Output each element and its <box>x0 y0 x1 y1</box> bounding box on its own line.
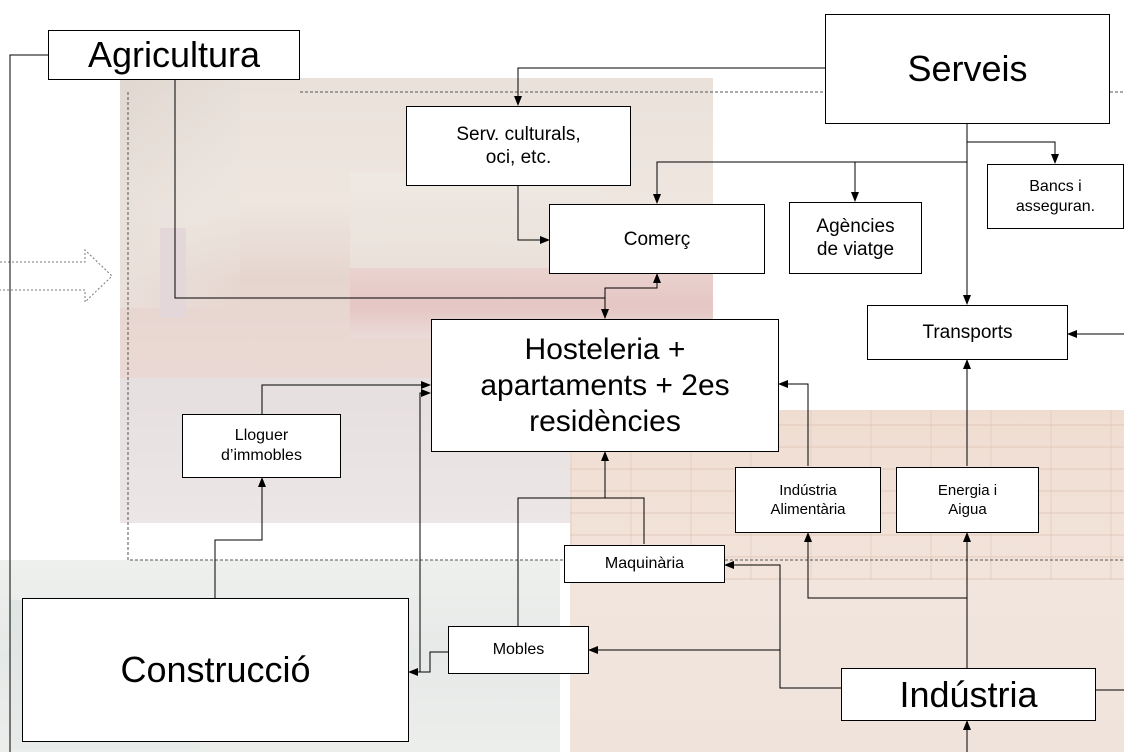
link-mobles-hosteleria <box>517 451 609 626</box>
link-construccio-hosteleria <box>419 389 431 672</box>
link-mobles-construccio <box>408 651 448 676</box>
link-hosteleria-comerc <box>604 273 661 298</box>
link-construccio-lloguer <box>214 477 266 598</box>
link-agricultura-left <box>9 54 48 752</box>
node-agencies-de-viatge: Agències de viatge <box>789 202 922 274</box>
link-lloguer-hosteleria <box>261 381 431 414</box>
link-industria-maquinaria <box>724 561 841 689</box>
node-energia-i-aigua: Energia i Aigua <box>896 467 1039 533</box>
link-agricultura-hosteleria <box>174 80 609 319</box>
node-industria: Indústria <box>841 668 1096 721</box>
node-comerc: Comerç <box>549 204 765 274</box>
node-hosteleria: Hosteleria + apartaments + 2es residènci… <box>431 319 779 452</box>
hollow-input-arrow <box>0 248 113 304</box>
node-mobles: Mobles <box>448 626 589 674</box>
node-construccio: Construcció <box>22 598 409 742</box>
node-industria-alimentaria: Indústria Alimentària <box>735 467 881 533</box>
link-serveis-bancs <box>966 124 1059 164</box>
link-serveis-agencies <box>653 142 968 204</box>
node-serveis-culturals: Serv. culturals, oci, etc. <box>406 106 631 186</box>
link-cultural-comerc <box>517 186 550 244</box>
link-industria-alimentaria <box>804 532 967 599</box>
node-maquinaria: Maquinària <box>564 545 725 583</box>
link-serveis-cultural <box>514 67 825 106</box>
node-agricultura: Agricultura <box>48 30 300 80</box>
node-serveis: Serveis <box>825 14 1110 124</box>
node-bancs-i-asseguran: Bancs i asseguran. <box>987 164 1124 229</box>
link-maquinaria-hosteleria <box>605 497 645 544</box>
link-alimentaria-hosteleria <box>778 380 809 466</box>
node-lloguer-immobles: Lloguer d’immobles <box>182 414 341 478</box>
node-transports: Transports <box>867 305 1068 360</box>
